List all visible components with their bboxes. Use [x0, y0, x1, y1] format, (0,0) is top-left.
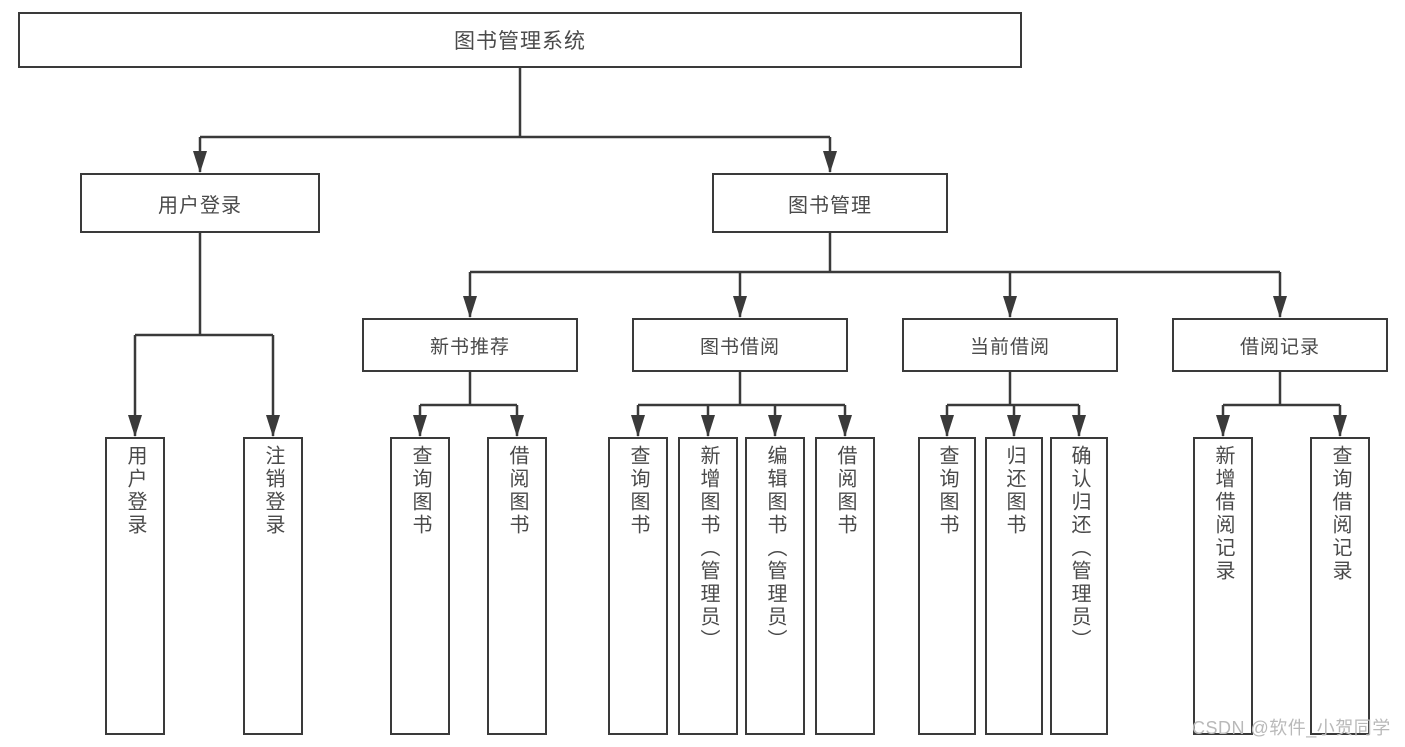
node-book-manage[interactable]: 图书管理	[712, 173, 948, 233]
arrowhead	[510, 415, 524, 437]
node-borrow-record[interactable]: 借阅记录	[1172, 318, 1388, 372]
arrowhead	[768, 415, 782, 437]
arrowhead	[823, 151, 837, 173]
node-label: 借阅记录	[1239, 336, 1320, 358]
node-leaf-query-book-a[interactable]: 查询图书	[390, 437, 450, 735]
arrowhead	[128, 415, 142, 437]
node-label: 用户登录	[158, 194, 242, 217]
arrowhead	[1072, 415, 1086, 437]
arrowhead	[733, 296, 747, 318]
node-leaf-query-record[interactable]: 查询借阅记录	[1310, 437, 1370, 735]
node-leaf-confirm-return[interactable]: 确认归还（管理员）	[1050, 437, 1108, 735]
node-leaf-borrow-book-a[interactable]: 借阅图书	[487, 437, 547, 735]
arrowhead	[1003, 296, 1017, 318]
node-new-book-rec[interactable]: 新书推荐	[362, 318, 578, 372]
arrowhead	[1273, 296, 1287, 318]
node-leaf-query-book-c[interactable]: 查询图书	[918, 437, 976, 735]
node-leaf-borrow-book-b[interactable]: 借阅图书	[815, 437, 875, 735]
node-leaf-add-book[interactable]: 新增图书（管理员）	[678, 437, 738, 735]
node-leaf-return-book[interactable]: 归还图书	[985, 437, 1043, 735]
node-label: 新书推荐	[429, 336, 510, 358]
node-label: 借阅图书	[506, 445, 528, 537]
node-leaf-add-record[interactable]: 新增借阅记录	[1193, 437, 1253, 735]
node-label: 借阅图书	[834, 445, 856, 537]
node-book-borrow[interactable]: 图书借阅	[632, 318, 848, 372]
watermark: CSDN @软件_小贺同学	[1192, 718, 1391, 738]
node-user-login[interactable]: 用户登录	[80, 173, 320, 233]
node-leaf-edit-book[interactable]: 编辑图书（管理员）	[745, 437, 805, 735]
node-label: 图书借阅	[699, 336, 780, 358]
arrowhead	[940, 415, 954, 437]
node-root[interactable]: 图书管理系统	[18, 12, 1022, 68]
node-label: 确认归还（管理员）	[1068, 445, 1090, 652]
node-label: 注销登录	[262, 445, 284, 537]
node-label: 归还图书	[1003, 445, 1025, 537]
node-label: 查询图书	[936, 445, 958, 537]
node-label: 当前借阅	[969, 336, 1050, 358]
arrowhead	[1216, 415, 1230, 437]
node-label: 新增借阅记录	[1212, 445, 1234, 583]
arrowhead	[193, 151, 207, 173]
node-label: 新增图书（管理员）	[697, 445, 719, 652]
node-leaf-logout[interactable]: 注销登录	[243, 437, 303, 735]
arrowhead	[413, 415, 427, 437]
node-label: 图书管理系统	[454, 30, 586, 53]
node-leaf-query-book-b[interactable]: 查询图书	[608, 437, 668, 735]
arrowhead	[631, 415, 645, 437]
node-label: 查询图书	[409, 445, 431, 537]
node-leaf-user-login[interactable]: 用户登录	[105, 437, 165, 735]
arrowhead	[1007, 415, 1021, 437]
node-label: 查询图书	[627, 445, 649, 537]
node-label: 查询借阅记录	[1329, 445, 1351, 583]
arrowhead	[1333, 415, 1347, 437]
node-label: 用户登录	[124, 445, 146, 537]
node-label: 图书管理	[788, 194, 872, 217]
node-current-borrow[interactable]: 当前借阅	[902, 318, 1118, 372]
arrowhead	[266, 415, 280, 437]
arrowhead	[838, 415, 852, 437]
arrowhead	[463, 296, 477, 318]
arrowhead	[701, 415, 715, 437]
node-label: 编辑图书（管理员）	[764, 445, 786, 652]
